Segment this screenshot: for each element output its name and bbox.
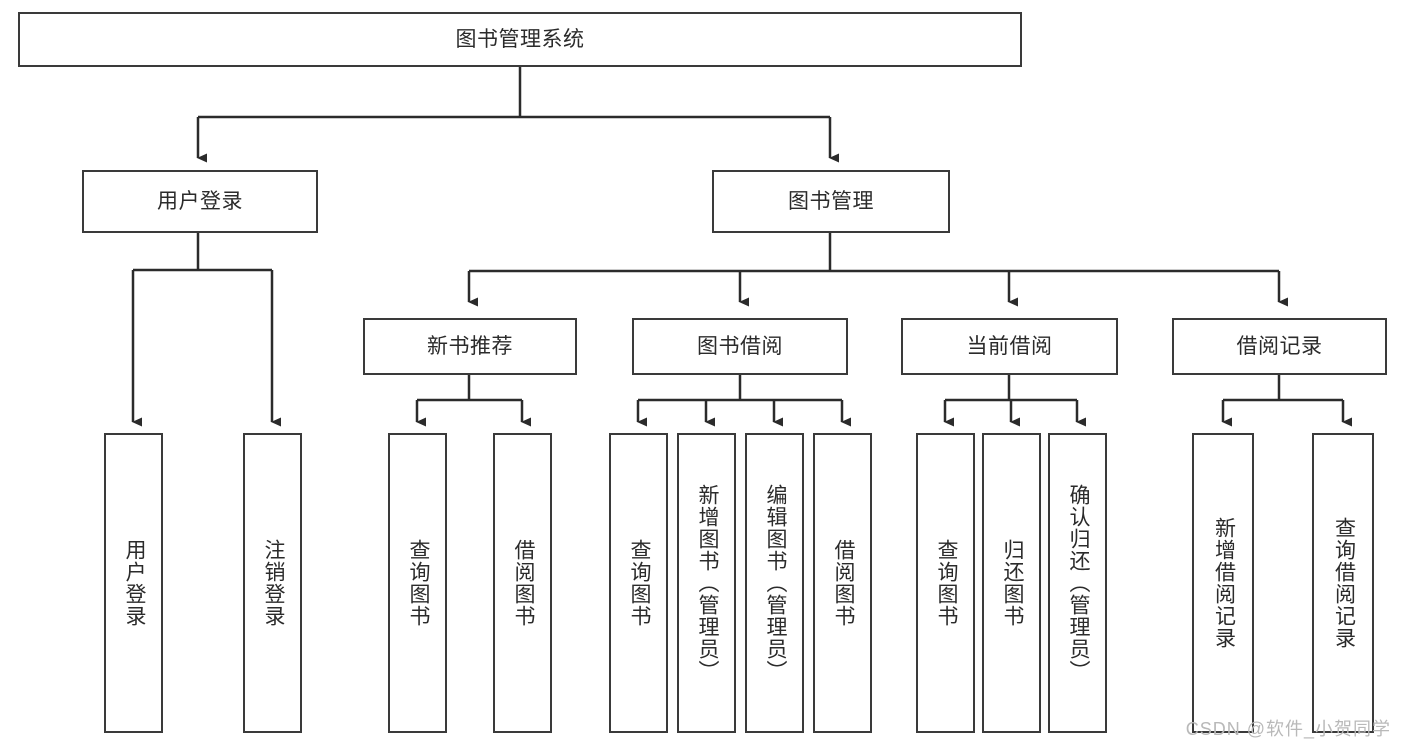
node-leaf-new-book-query[interactable]: 查询图书 [388,433,447,733]
node-label: 当前借阅 [966,334,1053,358]
node-leaf-current-borrow-return[interactable]: 归还图书 [982,433,1041,733]
node-leaf-current-borrow-query[interactable]: 查询图书 [916,433,975,733]
node-leaf-user-login-logout[interactable]: 注销登录 [243,433,302,733]
node-leaf-user-login-login[interactable]: 用户登录 [104,433,163,733]
node-leaf-current-borrow-confirm-return[interactable]: 确认归还（管理员） [1048,433,1107,733]
node-leaf-new-book-borrow[interactable]: 借阅图书 [493,433,552,733]
node-leaf-borrow-record-add[interactable]: 新增借阅记录 [1192,433,1254,733]
node-current-borrow[interactable]: 当前借阅 [901,318,1118,375]
node-label: 新增借阅记录 [1212,517,1236,649]
node-root-book-management-system[interactable]: 图书管理系统 [18,12,1022,67]
node-label: 编辑图书（管理员） [763,484,787,682]
node-label: 图书管理系统 [455,27,585,51]
node-label: 查询借阅记录 [1332,517,1356,649]
node-new-book-recommendation[interactable]: 新书推荐 [363,318,577,375]
node-label: 用户登录 [157,189,243,213]
node-label: 查询图书 [627,539,651,627]
node-label: 借阅图书 [511,539,535,627]
node-leaf-book-borrow-add[interactable]: 新增图书（管理员） [677,433,736,733]
node-label: 确认归还（管理员） [1066,484,1090,682]
node-leaf-borrow-record-query[interactable]: 查询借阅记录 [1312,433,1374,733]
node-label: 新书推荐 [427,334,513,358]
node-book-borrow[interactable]: 图书借阅 [632,318,848,375]
node-leaf-book-borrow-borrow[interactable]: 借阅图书 [813,433,872,733]
node-label: 用户登录 [122,539,146,627]
node-label: 查询图书 [406,539,430,627]
node-leaf-book-borrow-query[interactable]: 查询图书 [609,433,668,733]
csdn-watermark: CSDN @软件_小贺同学 [1185,719,1391,739]
node-label: 借阅图书 [831,539,855,627]
node-leaf-book-borrow-edit[interactable]: 编辑图书（管理员） [745,433,804,733]
node-user-login[interactable]: 用户登录 [82,170,318,233]
node-label: 借阅记录 [1236,334,1323,358]
node-label: 注销登录 [261,539,285,627]
node-label: 查询图书 [934,539,958,627]
node-label: 新增图书（管理员） [695,484,719,682]
node-borrow-record[interactable]: 借阅记录 [1172,318,1387,375]
node-book-management[interactable]: 图书管理 [712,170,950,233]
node-label: 图书管理 [788,189,874,213]
node-label: 归还图书 [1000,539,1024,627]
node-label: 图书借阅 [697,334,783,358]
